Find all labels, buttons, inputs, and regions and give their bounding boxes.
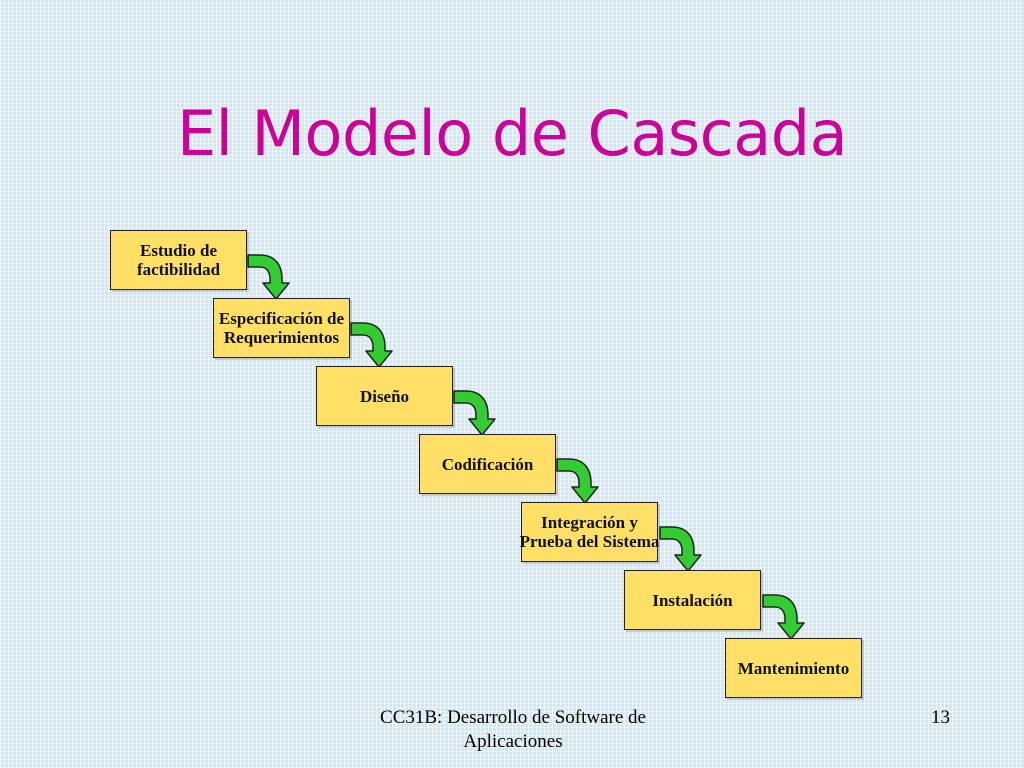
step-integracion-prueba: Integración y Prueba del Sistema bbox=[519, 502, 660, 562]
step-codificacion: Codificación bbox=[419, 434, 556, 494]
step-estudio-factibilidad: Estudio de factibilidad bbox=[110, 230, 247, 290]
slide-title: El Modelo de Cascada bbox=[176, 97, 848, 170]
step-instalacion: Instalación bbox=[624, 570, 761, 630]
step-label: Integración y Prueba del Sistema bbox=[519, 513, 660, 551]
step-label: Estudio de factibilidad bbox=[136, 241, 221, 279]
step-mantenimiento: Mantenimiento bbox=[725, 638, 862, 698]
flow-arrow-icon-5 bbox=[659, 526, 702, 572]
step-label: Mantenimiento bbox=[737, 658, 850, 678]
slide-footer: CC31B: Desarrollo de Software de Aplicac… bbox=[380, 707, 646, 752]
flow-arrow-icon-3 bbox=[453, 390, 496, 436]
step-label: Diseño bbox=[359, 386, 410, 406]
flow-arrow-icon-6 bbox=[762, 594, 805, 640]
step-especificacion-requerimientos: Especificación de Requerimientos bbox=[213, 298, 350, 358]
flow-arrow-icon-2 bbox=[350, 322, 393, 368]
slide-page-number: 13 bbox=[931, 707, 950, 728]
step-label: Especificación de Requerimientos bbox=[218, 309, 345, 347]
step-diseno: Diseño bbox=[316, 366, 453, 426]
step-label: Codificación bbox=[441, 454, 534, 474]
flow-arrow-icon-4 bbox=[556, 458, 599, 504]
flow-arrow-icon-1 bbox=[247, 254, 290, 300]
step-label: Instalación bbox=[652, 590, 733, 610]
